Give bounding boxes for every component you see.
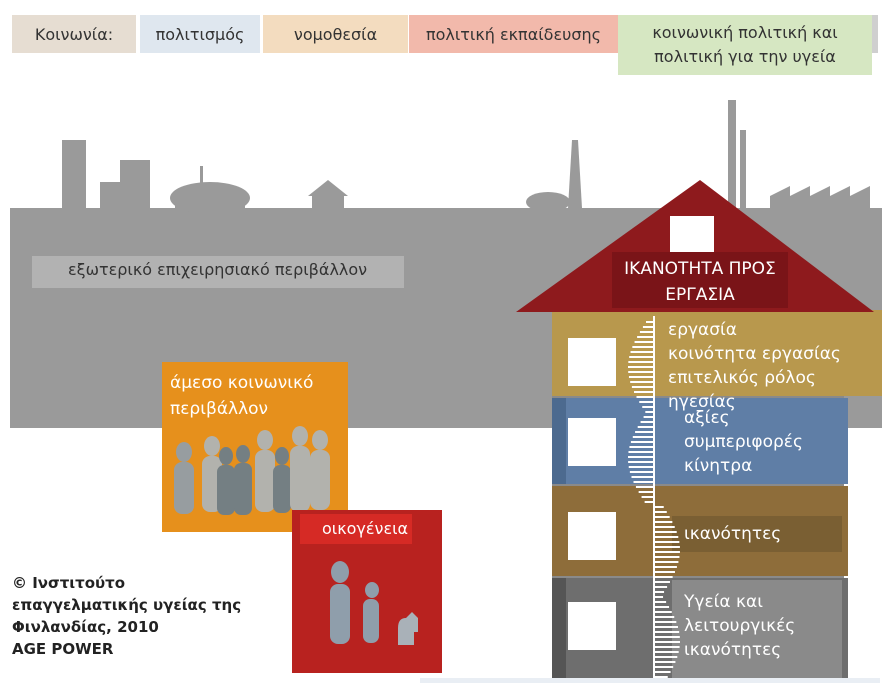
floor-competence-text: ικανότητες — [684, 522, 781, 546]
people-group — [174, 426, 330, 515]
floor-health-line1: Υγεία και — [684, 592, 763, 612]
environment-label-box — [32, 256, 404, 288]
floor-health-line3: ικανότητες — [684, 640, 782, 660]
floor-work-line1: εργασία — [668, 320, 737, 340]
temple-roof — [308, 180, 348, 196]
immediate-social-label-box — [162, 362, 348, 420]
environment-label: εξωτερικό επιχειρησιακό περιβάλλον — [68, 260, 368, 279]
staircase-rungs — [628, 321, 680, 678]
copyright-line3: Φινλανδίας, 2010 — [12, 618, 159, 636]
floor-competence-line1: ικανότητες — [684, 524, 782, 544]
floor-values-line2: συμπεριφορές — [684, 432, 803, 452]
window-2 — [568, 418, 616, 466]
immediate-social-line2: περιβάλλον — [170, 399, 269, 419]
bottom-fade — [420, 678, 880, 683]
factory-chimney — [568, 140, 582, 208]
floor-health-line2: λειτουργικές — [684, 616, 796, 636]
roof-label-box — [612, 252, 788, 308]
tall-chimney-1 — [728, 100, 736, 210]
family-label-box — [300, 514, 412, 544]
copyright-line2: επαγγελματικής υγείας της — [12, 596, 242, 614]
roof-label-line2: ΕΡΓΑΣΙΑ — [665, 285, 735, 305]
temple-body — [312, 196, 344, 210]
floor-values-line3: κίνητρα — [684, 456, 753, 476]
window-4 — [568, 602, 616, 650]
education-policy-tab: πολιτική εκπαίδευσης — [409, 15, 618, 53]
education-policy-label: πολιτική εκπαίδευσης — [425, 24, 602, 44]
floor-work-line2: κοινότητα εργασίας — [668, 344, 841, 364]
copyright-line4: AGE POWER — [12, 640, 114, 658]
social-policy-label-line2: πολιτική για την υγεία — [654, 47, 836, 66]
society-label: Κοινωνία: — [34, 24, 114, 44]
legislation-label: νομοθεσία — [293, 24, 378, 44]
dome-base — [175, 196, 245, 210]
health-text-box — [672, 580, 842, 680]
social-policy-label-line1: κοινωνική πολιτική και — [652, 23, 838, 42]
tall-chimney-2 — [740, 130, 746, 210]
competence-text-box — [672, 516, 842, 552]
header-right-strip — [872, 15, 878, 53]
sawtooth-factory — [770, 186, 870, 210]
immediate-social-label: άμεσο κοινωνικό περιβάλλον — [170, 370, 313, 422]
social-health-policy-tab: κοινωνική πολιτική και πολιτική για την … — [618, 15, 872, 75]
window-1 — [568, 338, 616, 386]
roof-label-line1: ΙΚΑΝΟΤΗΤΑ ΠΡΟΣ — [624, 259, 776, 279]
copyright-block: © Ινστιτούτο επαγγελματικής υγείας της Φ… — [12, 572, 241, 660]
culture-tab: πολιτισμός — [140, 15, 260, 53]
family-figures — [330, 561, 418, 645]
wall-edge-2 — [552, 398, 566, 484]
floor-health-text: Υγεία και λειτουργικές ικανότητες — [684, 590, 795, 662]
culture-label: πολιτισμός — [155, 24, 245, 44]
chimney-left — [62, 140, 86, 210]
society-tab: Κοινωνία: — [12, 15, 136, 53]
wall-edge-4 — [552, 578, 566, 683]
family-label: οικογένεια — [322, 519, 409, 538]
roof-window — [670, 216, 714, 252]
floor-values-line1: αξίες — [684, 408, 730, 428]
floor-work-line3: επιτελικός ρόλος ηγεσίας — [668, 368, 816, 412]
copyright-line1: © Ινστιτούτο — [12, 574, 126, 592]
building-block-2 — [120, 160, 150, 210]
floor-work-text: εργασία κοινότητα εργασίας επιτελικός ρό… — [668, 318, 882, 414]
roof-label: ΙΚΑΝΟΤΗΤΑ ΠΡΟΣ ΕΡΓΑΣΙΑ — [612, 256, 788, 308]
dome-antenna — [200, 166, 203, 184]
immediate-social-line1: άμεσο κοινωνικό — [170, 373, 314, 393]
factory-dome — [526, 192, 570, 212]
window-3 — [568, 512, 616, 560]
legislation-tab: νομοθεσία — [263, 15, 408, 53]
floor-values-text: αξίες συμπεριφορές κίνητρα — [684, 406, 803, 478]
